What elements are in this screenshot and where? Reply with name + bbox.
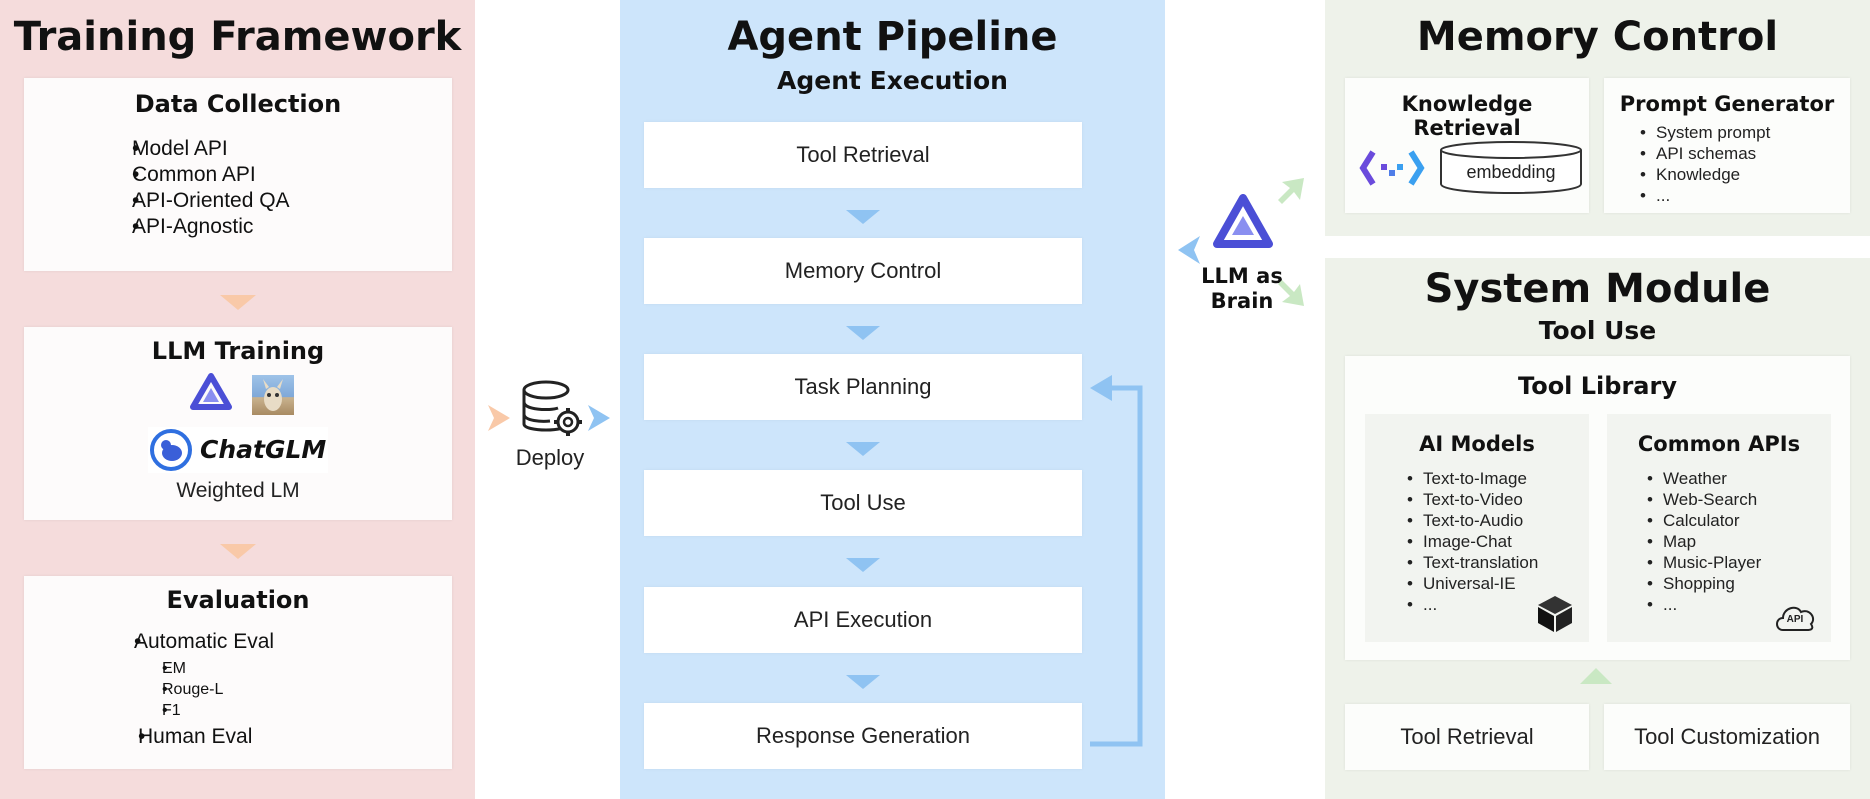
flow-arrow-down xyxy=(846,675,880,689)
evaluation-title: Evaluation xyxy=(166,586,310,614)
prompt-generator-card: Prompt Generator System prompt API schem… xyxy=(1604,78,1850,213)
list-item: System prompt xyxy=(1640,122,1850,143)
agent-pipeline-title: Agent Pipeline xyxy=(727,14,1058,60)
memory-control-title: Memory Control xyxy=(1416,14,1779,60)
automatic-eval-sublist: EM Rouge-L F1 xyxy=(136,658,452,721)
list-item: Music-Player xyxy=(1647,552,1831,573)
prompt-generator-list: System prompt API schemas Knowledge ... xyxy=(1640,122,1850,206)
llama-image-icon xyxy=(252,375,294,415)
list-item: Text-to-Audio xyxy=(1407,510,1589,531)
cube-icon xyxy=(1535,594,1575,634)
list-item: API-Oriented QA xyxy=(104,188,452,214)
retrieval-brackets-icon xyxy=(1359,148,1425,188)
flow-arrow-down xyxy=(220,544,256,559)
ai-models-list: Text-to-Image Text-to-Video Text-to-Audi… xyxy=(1407,468,1589,615)
list-item: Knowledge xyxy=(1640,164,1850,185)
common-apis-box: Common APIs Weather Web-Search Calculato… xyxy=(1607,414,1831,642)
list-item: ... xyxy=(1407,594,1589,615)
flow-arrow-down xyxy=(846,326,880,340)
brain-label-line1: LLM as xyxy=(1201,264,1283,288)
tool-library-title: Tool Library xyxy=(1518,372,1677,400)
data-collection-list: Model API Common API API-Oriented QA API… xyxy=(104,136,452,240)
brain-arrow-up-right xyxy=(1278,178,1304,209)
list-item: Text-to-Video xyxy=(1407,489,1589,510)
training-framework-panel: Training Framework Data Collection Model… xyxy=(0,0,475,799)
embedding-label: embedding xyxy=(1466,162,1556,182)
list-item: Common API xyxy=(104,162,452,188)
training-framework-title: Training Framework xyxy=(13,14,462,60)
list-item: Map xyxy=(1647,531,1831,552)
list-item: Shopping xyxy=(1647,573,1831,594)
api-cloud-icon: API xyxy=(1773,600,1817,634)
ai-models-box: AI Models Text-to-Image Text-to-Video Te… xyxy=(1365,414,1589,642)
list-item: Universal-IE xyxy=(1407,573,1589,594)
ai-models-title: AI Models xyxy=(1419,432,1535,456)
list-item: Rouge-L xyxy=(136,679,452,700)
list-item: Text-to-Image xyxy=(1407,468,1589,489)
evaluation-list-2: Human Eval xyxy=(108,723,452,751)
prompt-generator-title: Prompt Generator xyxy=(1619,92,1835,116)
pipeline-step-response-generation: Response Generation xyxy=(644,703,1082,769)
flow-arrow-down xyxy=(220,295,256,310)
list-item: Web-Search xyxy=(1647,489,1831,510)
llm-training-card: LLM Training ChatGLM xyxy=(24,327,452,520)
evaluation-card: Evaluation Automatic Eval EM Rouge-L F1 … xyxy=(24,576,452,769)
knowledge-retrieval-title: Knowledge Retrieval xyxy=(1401,92,1533,140)
api-label: API xyxy=(1786,614,1804,625)
pipeline-step-memory-control: Memory Control xyxy=(644,238,1082,304)
data-collection-title: Data Collection xyxy=(134,90,342,118)
list-item: Image-Chat xyxy=(1407,531,1589,552)
system-module-subtitle: Tool Use xyxy=(1538,316,1657,345)
common-apis-list: Weather Web-Search Calculator Map Music-… xyxy=(1647,468,1831,615)
library-arrow-up xyxy=(1580,668,1612,689)
list-item: API-Agnostic xyxy=(104,214,452,240)
loop-back-arrow xyxy=(1090,375,1160,755)
tool-customization-box: Tool Customization xyxy=(1604,704,1850,770)
pipeline-step-api-execution: API Execution xyxy=(644,587,1082,653)
list-item: F1 xyxy=(136,700,452,721)
chatglm-logo-text: ChatGLM xyxy=(200,435,327,464)
list-item: Model API xyxy=(104,136,452,162)
tool-retrieval-box: Tool Retrieval xyxy=(1345,704,1589,770)
list-item: Calculator xyxy=(1647,510,1831,531)
deploy-arrow-right xyxy=(588,405,610,436)
list-item: EM xyxy=(136,658,452,679)
knowledge-retrieval-card: Knowledge Retrieval embedding xyxy=(1345,78,1589,213)
memory-control-panel: Memory Control Knowledge Retrieval embed… xyxy=(1325,0,1870,236)
data-collection-card: Data Collection Model API Common API API… xyxy=(24,78,452,271)
weighted-lm-caption: Weighted LM xyxy=(176,479,300,502)
pipeline-step-tool-use: Tool Use xyxy=(644,470,1082,536)
common-apis-title: Common APIs xyxy=(1637,432,1801,456)
list-item: Weather xyxy=(1647,468,1831,489)
qwen-logo-icon xyxy=(189,373,233,417)
chatglm-logo-icon: ChatGLM xyxy=(148,427,328,473)
llm-training-title: LLM Training xyxy=(151,337,325,365)
automatic-eval-item: Automatic Eval xyxy=(106,628,452,656)
flow-arrow-down xyxy=(846,210,880,224)
agent-pipeline-panel: Agent Pipeline Agent Execution Tool Retr… xyxy=(620,0,1165,799)
qwen-logo-icon xyxy=(1212,194,1274,256)
brain-arrow-down-right xyxy=(1278,280,1304,311)
list-item: ... xyxy=(1640,185,1850,206)
deploy-arrow-left xyxy=(488,405,510,436)
flow-arrow-down xyxy=(846,442,880,456)
deploy-label: Deploy xyxy=(515,445,585,470)
pipeline-step-tool-retrieval: Tool Retrieval xyxy=(644,122,1082,188)
pipeline-step-task-planning: Task Planning xyxy=(644,354,1082,420)
list-item: Text-translation xyxy=(1407,552,1589,573)
system-module-title: System Module xyxy=(1424,266,1771,312)
agent-pipeline-subtitle: Agent Execution xyxy=(777,66,1008,95)
tool-library-card: Tool Library AI Models Text-to-Image Tex… xyxy=(1345,356,1850,660)
database-gear-icon xyxy=(520,380,586,440)
list-item: API schemas xyxy=(1640,143,1850,164)
evaluation-list: Automatic Eval xyxy=(106,628,452,656)
human-eval-item: Human Eval xyxy=(108,723,452,751)
list-item: ... xyxy=(1647,594,1831,615)
system-module-panel: System Module Tool Use Tool Library AI M… xyxy=(1325,258,1870,799)
brain-label: LLM as Brain xyxy=(1190,264,1294,314)
brain-arrow-left xyxy=(1178,236,1200,269)
flow-arrow-down xyxy=(846,558,880,572)
embedding-cylinder: embedding xyxy=(1439,140,1583,196)
brain-label-line2: Brain xyxy=(1210,289,1274,313)
